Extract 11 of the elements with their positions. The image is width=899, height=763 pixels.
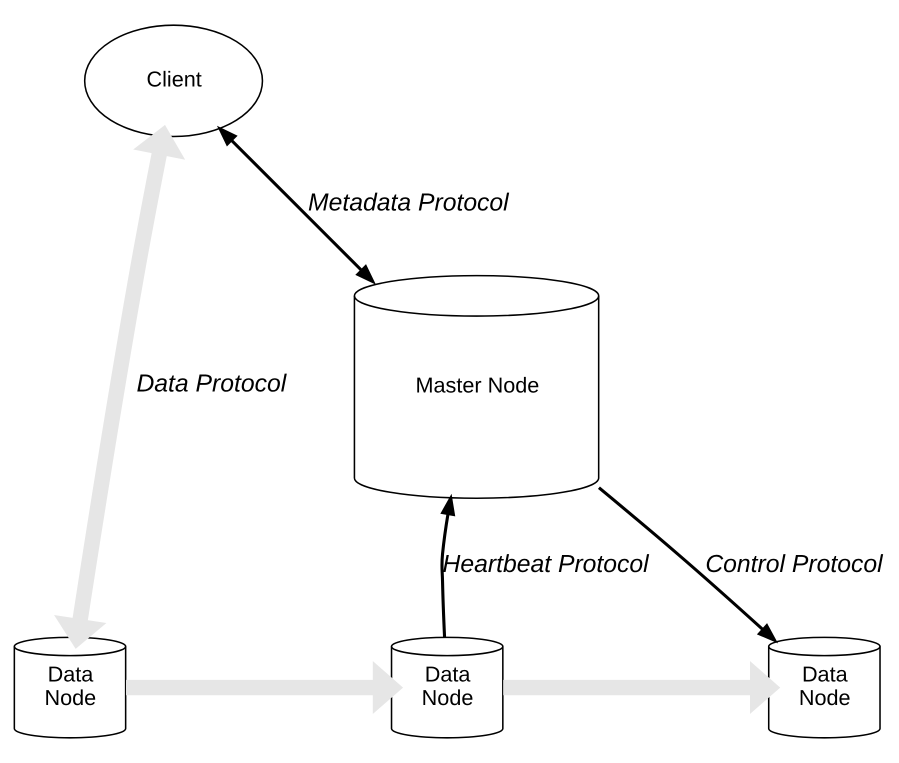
node-ellipse: Client (84, 24, 264, 138)
edge-label: Control Protocol (705, 551, 883, 578)
arrow (216, 126, 376, 285)
edge-label: Data Protocol (136, 370, 286, 398)
arrow (503, 661, 780, 714)
edge-label: Heartbeat Protocol (442, 551, 649, 578)
arrow (54, 124, 186, 649)
arrow (598, 486, 778, 644)
arrow (126, 661, 404, 714)
edge-label: Metadata Protocol (308, 189, 509, 216)
arrow (440, 494, 456, 638)
